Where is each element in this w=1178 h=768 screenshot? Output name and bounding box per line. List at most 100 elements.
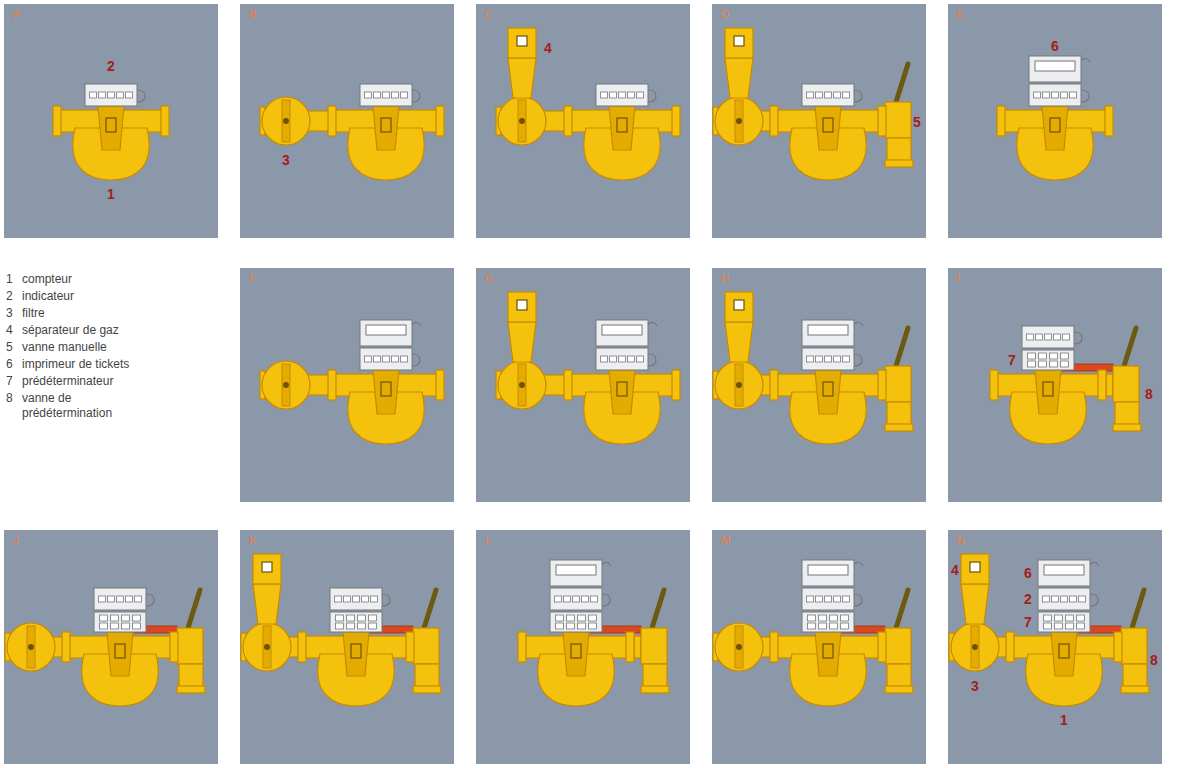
digit-cell xyxy=(371,596,378,602)
legend-number: 4 xyxy=(6,323,22,338)
valve-elbow xyxy=(887,138,911,162)
digit-cell xyxy=(589,623,597,629)
digit-cell xyxy=(99,92,106,98)
digit-cell xyxy=(578,615,586,621)
digit-cell xyxy=(591,596,598,602)
valve-flange xyxy=(885,686,913,693)
digit-cell xyxy=(358,615,366,621)
filter-bolt xyxy=(972,644,978,650)
digit-cell xyxy=(619,356,626,362)
separator-tower xyxy=(725,58,753,98)
ticket-curl xyxy=(1090,562,1099,566)
callout-number: 8 xyxy=(1150,653,1158,667)
filter-body xyxy=(951,623,999,671)
filter-bolt xyxy=(736,118,742,124)
digit-cell xyxy=(1039,361,1047,367)
ticket-curl xyxy=(602,562,611,566)
digit-cell xyxy=(567,615,575,621)
ticket-curl xyxy=(854,322,863,326)
panel-drawing xyxy=(496,28,680,180)
filter-bar xyxy=(971,626,979,668)
callout-number: 3 xyxy=(971,679,979,693)
digit-cell xyxy=(619,92,626,98)
digit-cell xyxy=(401,356,408,362)
digit-cell xyxy=(353,596,360,602)
pipe-flange xyxy=(878,370,886,400)
panel-letter: N xyxy=(957,535,965,546)
meter-plate xyxy=(107,632,133,676)
digit-cell xyxy=(374,92,381,98)
indicator-box xyxy=(85,84,137,106)
ticket-slot xyxy=(366,325,406,335)
meter-plate xyxy=(1042,106,1068,150)
panel-letter: C xyxy=(485,9,493,20)
filter-bar xyxy=(518,100,526,142)
reset-handle xyxy=(1090,594,1098,606)
meter-badge xyxy=(823,644,833,658)
valve-lever xyxy=(896,590,908,628)
filter-body xyxy=(715,97,763,145)
callout-number: 1 xyxy=(1060,713,1068,727)
digit-cell xyxy=(1052,596,1059,602)
digit-cell xyxy=(582,596,589,602)
digit-cell xyxy=(843,92,850,98)
filter-bolt xyxy=(736,382,742,388)
pipe-flange xyxy=(626,632,634,662)
reset-handle xyxy=(648,90,656,102)
digit-cell xyxy=(601,92,608,98)
ticket-slot xyxy=(808,565,848,575)
separator-window xyxy=(734,36,744,46)
printer-box xyxy=(1029,56,1081,82)
digit-cell xyxy=(108,92,115,98)
filter-bar xyxy=(282,364,290,406)
digit-cell xyxy=(1070,596,1077,602)
digit-cell xyxy=(1063,334,1070,340)
callout-number: 2 xyxy=(1024,592,1032,606)
legend-text: filtre xyxy=(22,306,45,321)
ticket-curl xyxy=(854,562,863,566)
legend-row: 6imprimeur de tickets xyxy=(6,357,134,372)
filter-bolt xyxy=(28,644,34,650)
filter-body xyxy=(243,623,291,671)
digit-cell xyxy=(122,615,130,621)
digit-cell xyxy=(126,596,133,602)
filter-body xyxy=(262,97,310,145)
digit-cell xyxy=(807,356,814,362)
legend-row: 1compteur xyxy=(6,272,134,287)
filter-bolt xyxy=(519,118,525,124)
legend-text: séparateur de gaz xyxy=(22,323,119,338)
digit-cell xyxy=(365,356,372,362)
digit-cell xyxy=(610,356,617,362)
digit-cell xyxy=(358,623,366,629)
digit-cell xyxy=(834,92,841,98)
digit-cell xyxy=(1050,353,1058,359)
meter-plate xyxy=(815,632,841,676)
pipe-flange xyxy=(878,632,886,662)
panel-letter: D xyxy=(721,9,729,20)
preset-box xyxy=(550,612,602,632)
digit-cell xyxy=(1028,353,1036,359)
digit-cell xyxy=(392,356,399,362)
pipe-flange xyxy=(878,106,886,136)
digit-cell xyxy=(336,623,344,629)
pipe-flange xyxy=(770,106,778,136)
indicator-box xyxy=(802,84,854,106)
panel-drawing xyxy=(241,554,441,706)
callout-number: 3 xyxy=(282,153,290,167)
filter-bar xyxy=(27,626,35,668)
valve-body xyxy=(641,628,667,664)
pipe-flange xyxy=(518,632,526,662)
separator-tower xyxy=(508,58,536,98)
legend-number: 1 xyxy=(6,272,22,287)
digit-cell xyxy=(808,615,816,621)
ticket-curl xyxy=(648,322,657,326)
panel-drawing xyxy=(53,84,169,180)
meter-plate xyxy=(609,370,635,414)
valve-elbow xyxy=(1123,664,1147,688)
separator-head xyxy=(253,554,281,584)
valve-body xyxy=(885,366,911,402)
digit-cell xyxy=(392,92,399,98)
filter-body xyxy=(498,97,546,145)
indicator-box xyxy=(802,588,854,610)
filter-bolt xyxy=(736,644,742,650)
